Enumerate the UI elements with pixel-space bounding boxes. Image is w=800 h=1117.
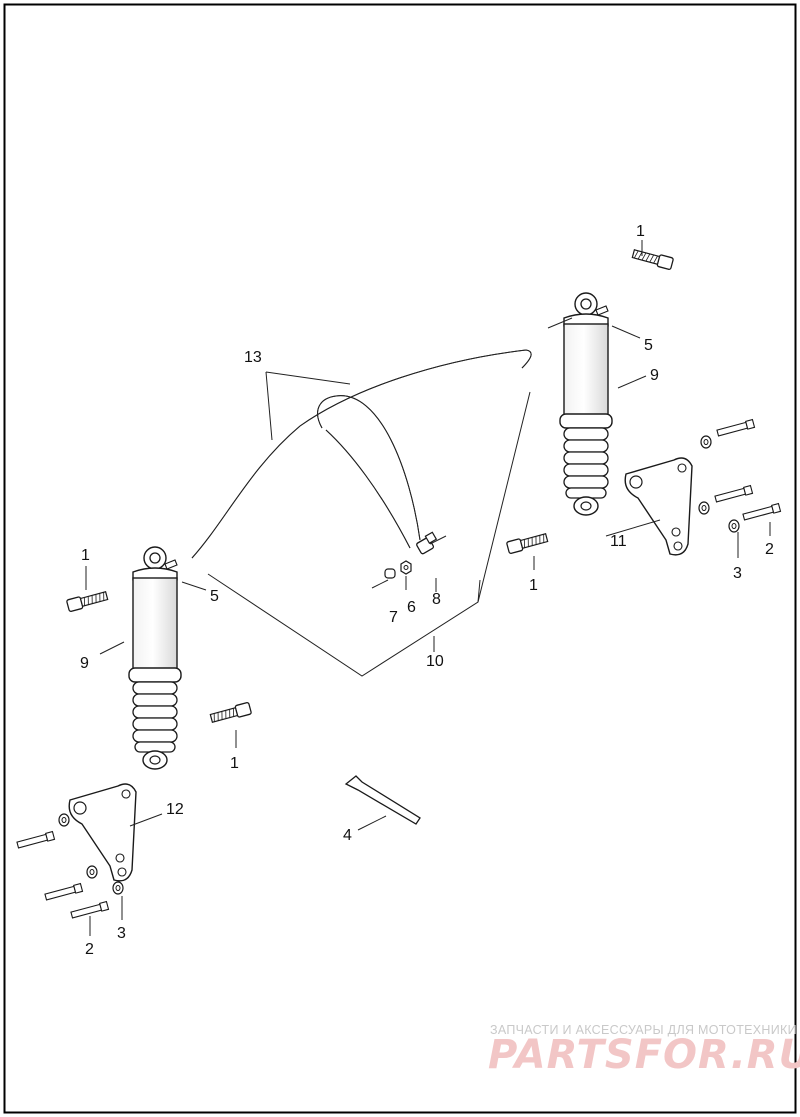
- callout-1-left: 1: [81, 547, 90, 564]
- callout-7: 7: [389, 609, 398, 626]
- washer-upper-right: [700, 435, 712, 449]
- callout-1-mid-right: 1: [529, 577, 538, 594]
- small-bolt-upper-left: [16, 831, 56, 850]
- watermark-tagline: ЗАПЧАСТИ И АКСЕССУАРЫ ДЛЯ МОТОТЕХНИКИ: [490, 1023, 797, 1037]
- callout-2-left: 2: [85, 941, 94, 958]
- callout-6: 6: [407, 599, 416, 616]
- shock-absorber-right: [559, 292, 613, 516]
- callout-4: 4: [343, 827, 352, 844]
- small-bolt-middle-left: [44, 883, 84, 902]
- callout-13: 13: [244, 349, 262, 366]
- watermark: ЗАПЧАСТИ И АКСЕССУАРЫ ДЛЯ МОТОТЕХНИКИ PA…: [488, 1023, 800, 1078]
- washer-middle-right: [698, 501, 710, 515]
- callout-9-top: 9: [650, 367, 659, 384]
- small-bolt-part-2-right: [742, 503, 782, 522]
- callout-9-left: 9: [80, 655, 89, 672]
- sleeve-part-7: [384, 568, 396, 579]
- callout-11: 11: [610, 533, 627, 550]
- washer-part-3-right: [728, 519, 740, 533]
- washer-upper-left: [58, 813, 70, 827]
- callout-5-left: 5: [210, 588, 219, 605]
- air-line-hose: [191, 349, 532, 559]
- callout-2-right: 2: [765, 541, 774, 558]
- washer-middle-left: [86, 865, 98, 879]
- callout-1-low: 1: [230, 755, 239, 772]
- callout-3-left: 3: [117, 925, 126, 942]
- shock-absorber-left: [128, 546, 182, 770]
- bolt-part-1-top-right: [631, 247, 675, 271]
- elbow-fitting-part-8: [416, 531, 438, 555]
- cable-strap-part-4: [344, 775, 421, 825]
- callout-5-top: 5: [644, 337, 653, 354]
- callout-12: 12: [166, 801, 184, 818]
- bracket-part-11: [624, 457, 693, 556]
- small-bolt-middle-right: [714, 485, 754, 504]
- page-border: [3, 3, 797, 1114]
- callout-8: 8: [432, 591, 441, 608]
- callout-labels: 1 5 9 11 2 3 1 13 7 6 8 10 1 5 9 1 12 4 …: [80, 223, 774, 958]
- leader-lines: [85, 240, 771, 936]
- bolt-part-1-mid-right: [505, 531, 549, 555]
- callout-1-top: 1: [636, 223, 645, 240]
- bracket-part-12: [68, 783, 137, 882]
- washer-part-3-left: [112, 881, 124, 895]
- callout-3-right: 3: [733, 565, 742, 582]
- nut-part-6: [400, 560, 412, 575]
- watermark-brand: PARTSFOR.RU: [488, 1032, 800, 1078]
- bolt-part-1-left: [65, 589, 109, 613]
- small-bolt-upper-right: [716, 419, 756, 438]
- callout-10: 10: [426, 653, 444, 670]
- bolt-part-1-low: [209, 701, 253, 725]
